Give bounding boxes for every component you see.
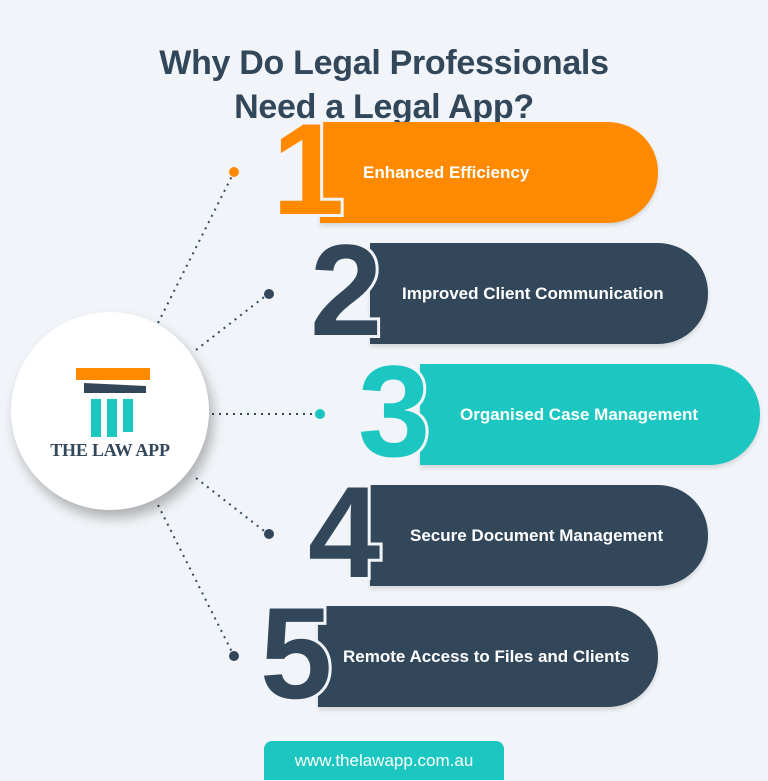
list-item-3: 3 Organised Case Management xyxy=(0,343,768,479)
connector-dot-2 xyxy=(264,289,274,299)
connector-dot-3 xyxy=(315,409,325,419)
pill-4 xyxy=(370,485,708,586)
list-item-2: 2 Improved Client Communication xyxy=(0,222,768,358)
connector-line-5 xyxy=(157,504,235,657)
list-item-1: 1 Enhanced Efficiency xyxy=(0,101,768,237)
logo-column xyxy=(123,399,133,432)
number-4: 4 xyxy=(305,459,383,605)
title-line-1: Why Do Legal Professionals xyxy=(159,43,609,82)
item-label-3: Organised Case Management xyxy=(460,405,699,424)
item-label-4: Secure Document Management xyxy=(410,526,664,545)
number-2: 2 xyxy=(307,217,385,363)
number-1: 1 xyxy=(269,96,347,242)
connector-line-1 xyxy=(157,171,235,324)
pill-1 xyxy=(320,122,658,223)
website-url-link[interactable]: www.thelawapp.com.au xyxy=(264,741,504,780)
item-label-5: Remote Access to Files and Clients xyxy=(343,647,630,666)
logo-column xyxy=(107,399,117,437)
logo-column xyxy=(91,399,101,437)
number-3: 3 xyxy=(355,338,433,484)
connector-line-4 xyxy=(195,477,269,535)
item-label-2: Improved Client Communication xyxy=(402,284,664,303)
list-item-4: 4 Secure Document Management xyxy=(0,464,768,600)
pill-2 xyxy=(370,243,708,344)
logo-beam xyxy=(84,383,146,393)
logo-circle: THE LAW APP xyxy=(11,312,209,510)
title-line-2: Need a Legal App? xyxy=(234,87,534,126)
page-title: Why Do Legal Professionals Need a Legal … xyxy=(0,41,768,129)
connector-dot-5 xyxy=(229,651,239,661)
logo-roof-bar xyxy=(76,368,150,380)
pill-5 xyxy=(318,606,658,707)
logo-text: THE LAW APP xyxy=(50,440,170,460)
connector-dot-4 xyxy=(264,529,274,539)
pill-3 xyxy=(420,364,760,465)
list-item-5: 5 Remote Access to Files and Clients xyxy=(0,585,768,721)
connector-line-2 xyxy=(195,293,269,351)
number-5: 5 xyxy=(257,580,335,726)
item-label-1: Enhanced Efficiency xyxy=(363,163,530,182)
connector-dot-1 xyxy=(229,167,239,177)
